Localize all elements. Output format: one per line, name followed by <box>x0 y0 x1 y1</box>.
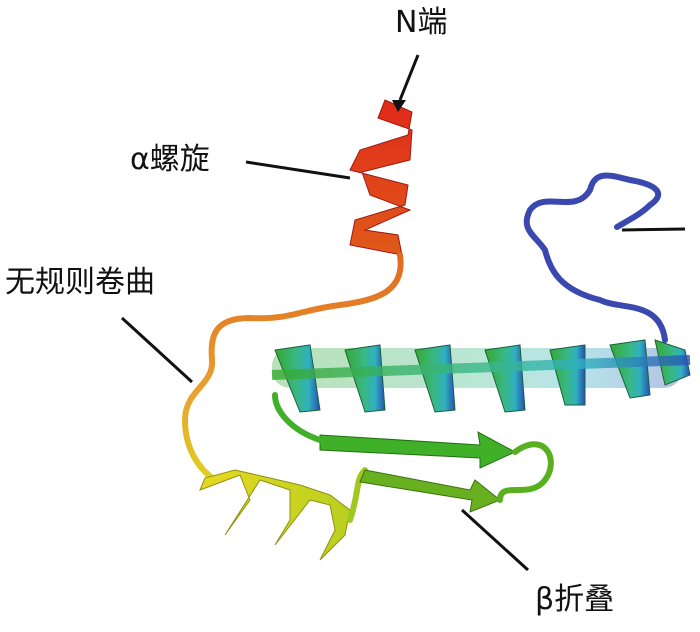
n-terminus-pointer <box>398 54 420 101</box>
yellow-helix <box>199 467 368 561</box>
long-alpha-helix <box>271 339 691 413</box>
beta-sheet-label: β折叠 <box>535 582 615 617</box>
random-coil-loop <box>181 252 404 483</box>
n-terminus-label: N端 <box>395 5 448 40</box>
c-terminal-loop <box>523 172 668 343</box>
c-terminus-pointer <box>621 227 686 232</box>
random-coil-label: 无规则卷曲 <box>5 265 155 300</box>
arrow-head-icon <box>392 100 406 112</box>
random-coil-pointer <box>120 316 194 384</box>
alpha-helix-pointer <box>245 160 351 180</box>
alpha-helix-label: α螺旋 <box>130 142 210 177</box>
beta-strands <box>272 392 554 513</box>
beta-sheet-pointer <box>460 508 530 572</box>
n-terminal-helix <box>349 99 413 256</box>
